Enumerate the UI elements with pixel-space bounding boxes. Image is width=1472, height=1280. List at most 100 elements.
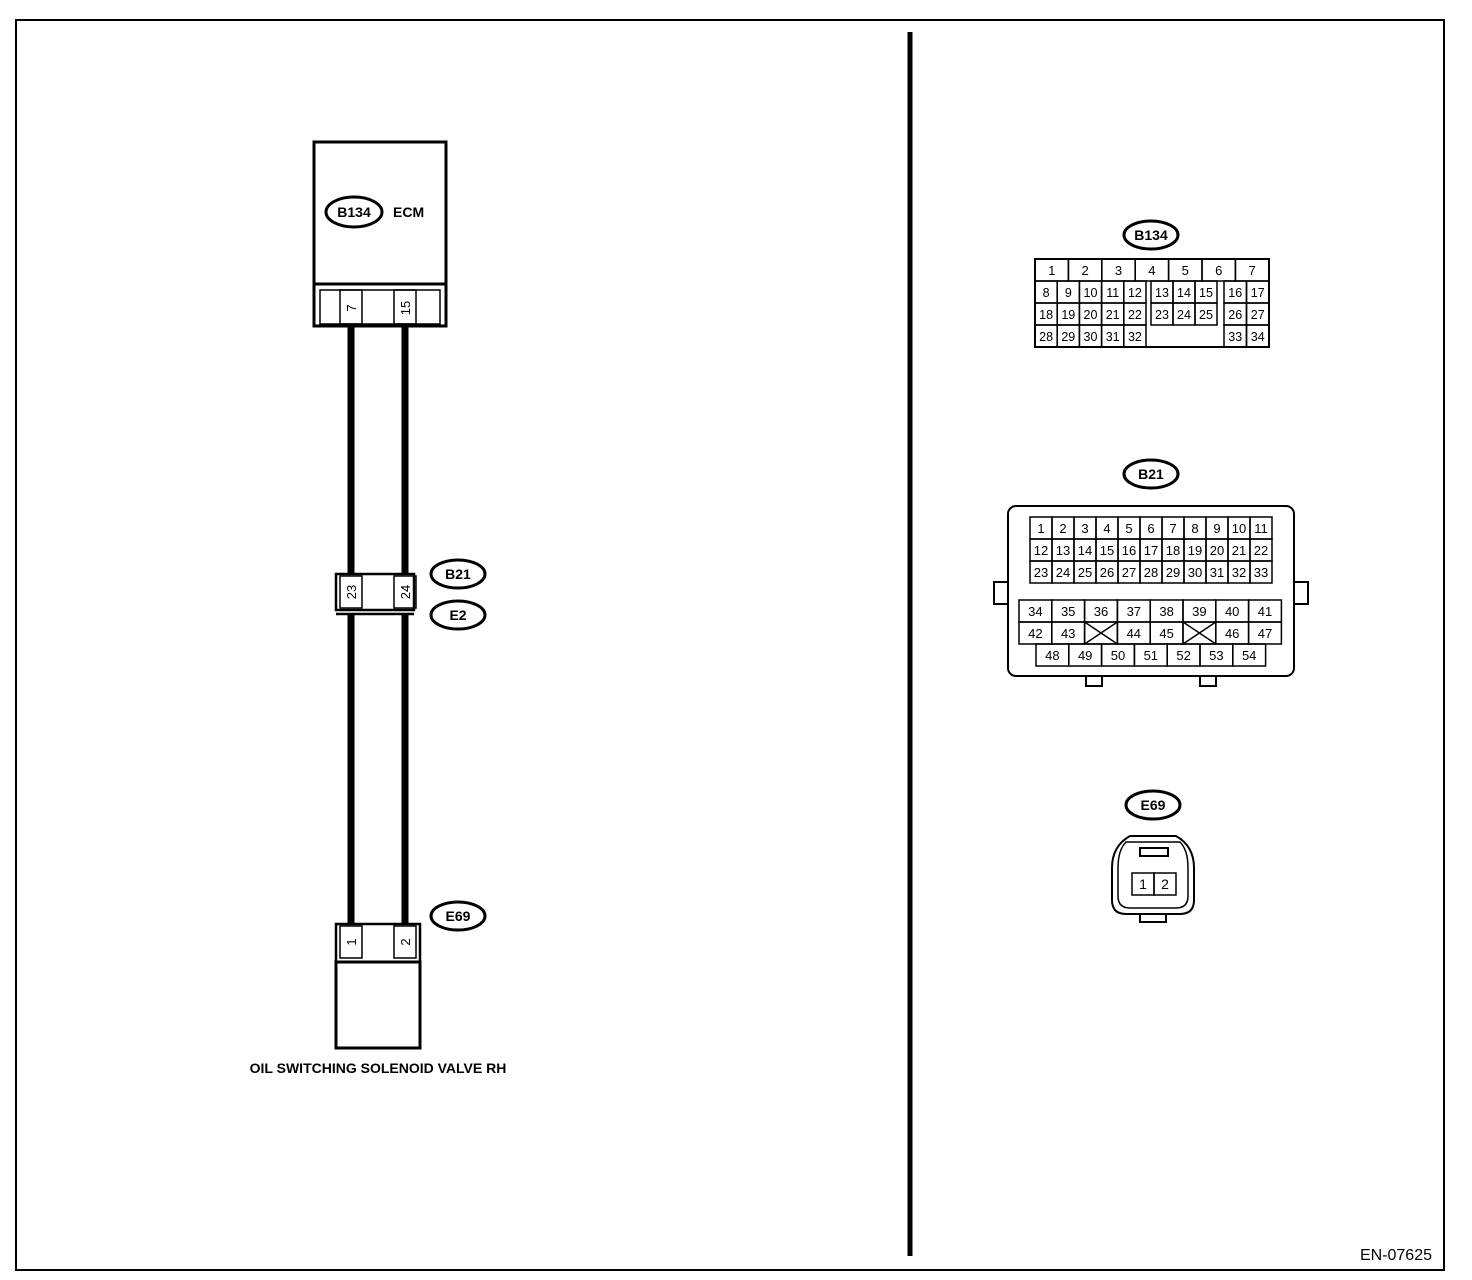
ecm-pin-label: 7 [344, 304, 359, 311]
pin-label: 1 [1037, 521, 1044, 536]
pin-label: 40 [1225, 604, 1239, 619]
pin-label: 20 [1210, 543, 1224, 558]
e69-label: E69 [1141, 797, 1166, 813]
ecm-name: ECM [393, 204, 424, 220]
pin-label: 34 [1028, 604, 1042, 619]
pin-label: 21 [1106, 308, 1120, 322]
joint-connector-body [334, 572, 416, 612]
blank-cavity-mark [1084, 621, 1118, 645]
pin-label: 19 [1188, 543, 1202, 558]
pin-label: 14 [1078, 543, 1092, 558]
valve-pin-label: 1 [344, 938, 359, 945]
pin-label: 54 [1242, 648, 1256, 663]
valve-name: OIL SWITCHING SOLENOID VALVE RH [250, 1060, 507, 1076]
b21-latch-left [993, 581, 1008, 605]
pin-label: 3 [1115, 263, 1122, 278]
pin-label: 34 [1251, 330, 1265, 344]
valve-pin-cell [393, 925, 417, 959]
pin-label: 12 [1034, 543, 1048, 558]
pin-label: 33 [1228, 330, 1242, 344]
joint-connector-label-bottom: E2 [449, 607, 466, 623]
pin-label: 14 [1177, 286, 1191, 300]
pin-label: 11 [1106, 286, 1119, 300]
pin-label: 52 [1176, 648, 1190, 663]
pin-label: 35 [1061, 604, 1075, 619]
pin-label: 38 [1159, 604, 1173, 619]
pin-label: 17 [1144, 543, 1158, 558]
joint-pin-cell [393, 575, 417, 609]
pin-cell [1034, 258, 1270, 348]
pin-label: 37 [1127, 604, 1141, 619]
pin-label: 5 [1125, 521, 1132, 536]
pin-label: 6 [1215, 263, 1222, 278]
ecm-connector-badge [324, 195, 384, 229]
pin-label: 22 [1128, 308, 1142, 322]
pin-label: 50 [1111, 648, 1125, 663]
pin-label: 16 [1228, 286, 1242, 300]
pin-label: 33 [1254, 565, 1268, 580]
pin-label: 13 [1155, 286, 1169, 300]
pin-label: 2 [1081, 263, 1088, 278]
ecm-connector-inner [319, 289, 441, 325]
pin-label: 36 [1094, 604, 1108, 619]
pin-label: 6 [1147, 521, 1154, 536]
pin-label: 41 [1258, 604, 1272, 619]
b21-housing [1007, 505, 1295, 677]
pin-label: 5 [1182, 263, 1189, 278]
pin-label: 26 [1100, 565, 1114, 580]
pin-cell [1249, 560, 1273, 584]
pin-label: 30 [1188, 565, 1202, 580]
pin-label: 18 [1039, 308, 1053, 322]
b134-badge [1122, 219, 1180, 251]
pin-label: 47 [1258, 626, 1272, 641]
pin-label: 23 [1155, 308, 1169, 322]
pin-label: 24 [1056, 565, 1070, 580]
pin-label: 23 [1034, 565, 1048, 580]
pin-label: 2 [1059, 521, 1066, 536]
e69-pin-label: 2 [1161, 876, 1169, 892]
pin-label: 3 [1081, 521, 1088, 536]
valve-pin-label: 2 [398, 938, 413, 945]
pin-label: 51 [1144, 648, 1158, 663]
pin-label: 42 [1028, 626, 1042, 641]
joint-pin-cell [339, 575, 363, 609]
pin-label: 39 [1192, 604, 1206, 619]
ecm-pin-label: 15 [398, 301, 413, 315]
blank-cavity-mark [1182, 621, 1217, 645]
pin-label: 29 [1166, 565, 1180, 580]
pin-label: 13 [1056, 543, 1070, 558]
pin-label: 30 [1084, 330, 1098, 344]
pin-label: 17 [1251, 286, 1265, 300]
e69-badge [1124, 789, 1182, 821]
e69-latch [1139, 847, 1169, 857]
joint-pin-label: 24 [398, 585, 413, 599]
pin-label: 16 [1122, 543, 1136, 558]
joint-connector-badge-top [429, 558, 487, 590]
b21-badge [1122, 458, 1180, 490]
valve-connector-label: E69 [446, 908, 471, 924]
ecm-pin-cell [393, 289, 417, 325]
pin-label: 44 [1127, 626, 1141, 641]
pin-label: 8 [1191, 521, 1198, 536]
valve-pin-cell [339, 925, 363, 959]
pin-label: 31 [1106, 330, 1120, 344]
pin-label: 18 [1166, 543, 1180, 558]
pin-cell [1232, 643, 1267, 667]
pin-label: 28 [1039, 330, 1053, 344]
pin-label: 12 [1128, 286, 1142, 300]
valve-body [334, 960, 422, 1050]
pin-label: 7 [1169, 521, 1176, 536]
e69-pin-label: 1 [1139, 876, 1147, 892]
pin-label: 8 [1043, 286, 1050, 300]
pin-label: 26 [1228, 308, 1242, 322]
ecm-connector-strip [312, 282, 448, 328]
pin-label: 10 [1084, 286, 1098, 300]
figure-id: EN-07625 [1360, 1247, 1432, 1264]
pin-label: 21 [1232, 543, 1246, 558]
pin-label: 27 [1251, 308, 1265, 322]
pin-label: 31 [1210, 565, 1224, 580]
